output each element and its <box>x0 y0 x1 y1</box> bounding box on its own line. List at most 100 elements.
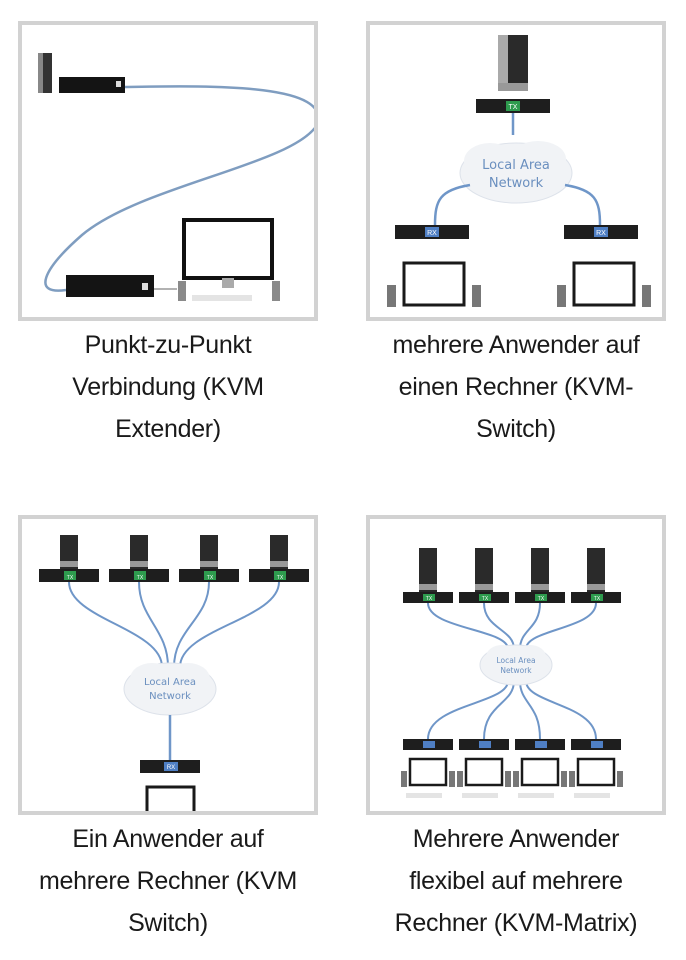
computer-tower-icon <box>498 35 528 91</box>
figure-caption: mehrere Anwender auf einen Rechner (KVM-… <box>392 331 640 443</box>
rx-unit <box>457 739 511 798</box>
cable-line <box>519 602 541 650</box>
rx-unit <box>513 739 567 798</box>
monitor-icon <box>145 785 196 811</box>
svg-text:Local Area: Local Area <box>496 656 535 665</box>
svg-text:TX: TX <box>207 575 214 581</box>
svg-text:Network: Network <box>149 691 191 702</box>
figure-caption: Mehrere Anwender flexibel auf mehrere Re… <box>394 825 638 937</box>
rx-unit <box>569 739 623 798</box>
monitor-icon <box>520 757 560 787</box>
svg-text:TX: TX <box>67 575 74 581</box>
monitor-icon <box>387 261 481 307</box>
svg-text:RX: RX <box>427 230 437 237</box>
network-cloud-icon: Local Area Network <box>123 662 217 716</box>
cable-line <box>427 680 509 740</box>
svg-text:TX: TX <box>509 104 518 111</box>
figure-one-to-many: TX Local Area Network RX RX <box>366 21 666 450</box>
monitor-icon <box>464 757 504 787</box>
cable-line <box>44 85 314 292</box>
computer-tower-icon <box>130 535 148 569</box>
tx-badge <box>423 594 435 601</box>
computer-tower-icon <box>60 535 78 569</box>
svg-text:Local Area: Local Area <box>482 158 550 173</box>
tx-badge <box>274 571 286 580</box>
tx-unit: TX <box>403 548 453 603</box>
svg-text:TX: TX <box>137 575 144 581</box>
diagram-image-frame <box>18 21 318 321</box>
figure-point-to-point: Punkt-zu-Punkt Verbindung (KVM Extender) <box>18 21 318 450</box>
rx-badge <box>535 741 547 748</box>
cable-line <box>179 581 280 668</box>
computer-tower-icon <box>587 548 605 592</box>
monitor-icon <box>557 261 651 307</box>
kvm-receiver-device <box>66 275 154 297</box>
cable-line <box>138 581 169 668</box>
one-to-many-diagram: TX Local Area Network RX RX <box>387 35 651 307</box>
network-cloud-icon: Local Area Network <box>479 644 553 686</box>
tx-badge <box>479 594 491 601</box>
svg-text:Network: Network <box>489 176 544 191</box>
computer-tower-icon <box>200 535 218 569</box>
monitor-icon <box>408 757 448 787</box>
svg-text:Network: Network <box>500 666 532 675</box>
kvm-receiver-device: RX <box>395 225 469 239</box>
kvm-receiver-device: RX <box>140 760 200 773</box>
computer-tower-icon <box>531 548 549 592</box>
tx-unit: TX <box>249 535 309 582</box>
svg-text:TX: TX <box>277 575 284 581</box>
tx-badge <box>204 571 216 580</box>
point-to-point-diagram <box>38 53 314 301</box>
cable-line <box>427 602 509 650</box>
rx-unit <box>401 739 455 798</box>
many-to-one-diagram: Local Area Network RX TX TX TX TX <box>39 535 309 811</box>
kvm-receiver-device: RX <box>564 225 638 239</box>
monitor-icon <box>576 757 616 787</box>
computer-tower-icon <box>270 535 288 569</box>
svg-text:RX: RX <box>596 230 606 237</box>
monitor-icon <box>178 218 280 301</box>
tx-badge <box>591 594 603 601</box>
diagram-image-frame: Local Area Network RX TX TX TX TX <box>18 515 318 815</box>
diagram-image-frame: Local Area Network TX TX TX TX <box>366 515 666 815</box>
cable-line <box>483 602 515 650</box>
cable-line <box>173 581 210 668</box>
matrix-diagram: Local Area Network TX TX TX TX <box>401 548 623 798</box>
tx-unit: TX <box>515 548 565 603</box>
cable-line <box>433 183 471 226</box>
tx-unit: TX <box>459 548 509 603</box>
kvm-transmitter-device <box>59 77 125 93</box>
cable-line <box>519 680 541 740</box>
svg-text:TX: TX <box>426 596 433 602</box>
computer-tower-icon <box>38 53 52 93</box>
rx-badge <box>423 741 435 748</box>
tx-badge <box>535 594 547 601</box>
rx-badge <box>591 741 603 748</box>
tx-badge <box>134 571 146 580</box>
tx-unit: TX <box>571 548 621 603</box>
figure-matrix: Local Area Network TX TX TX TX Mehrere Anwe… <box>366 515 666 944</box>
svg-text:RX: RX <box>167 765 175 771</box>
figure-caption: Ein Anwender auf mehrere Rechner (KVM Sw… <box>39 825 297 937</box>
cable-line <box>525 602 597 650</box>
svg-text:Local Area: Local Area <box>144 677 196 688</box>
kvm-transmitter-device: TX <box>476 99 550 113</box>
computer-tower-icon <box>475 548 493 592</box>
cable-line <box>564 183 602 226</box>
svg-text:TX: TX <box>538 596 545 602</box>
svg-text:TX: TX <box>594 596 601 602</box>
network-cloud-icon: Local Area Network <box>459 141 573 204</box>
tx-unit: TX <box>179 535 239 582</box>
computer-tower-icon <box>419 548 437 592</box>
diagram-image-frame: TX Local Area Network RX RX <box>366 21 666 321</box>
cable-line <box>68 581 163 668</box>
rx-badge <box>479 741 491 748</box>
figure-many-to-one: Local Area Network RX TX TX TX TX Ein Anwen… <box>18 515 318 944</box>
svg-text:TX: TX <box>482 596 489 602</box>
cable-line <box>483 680 515 740</box>
figure-caption: Punkt-zu-Punkt Verbindung (KVM Extender) <box>72 331 264 443</box>
cable-line <box>525 680 597 740</box>
tx-badge <box>64 571 76 580</box>
tx-unit: TX <box>39 535 99 582</box>
tx-unit: TX <box>109 535 169 582</box>
